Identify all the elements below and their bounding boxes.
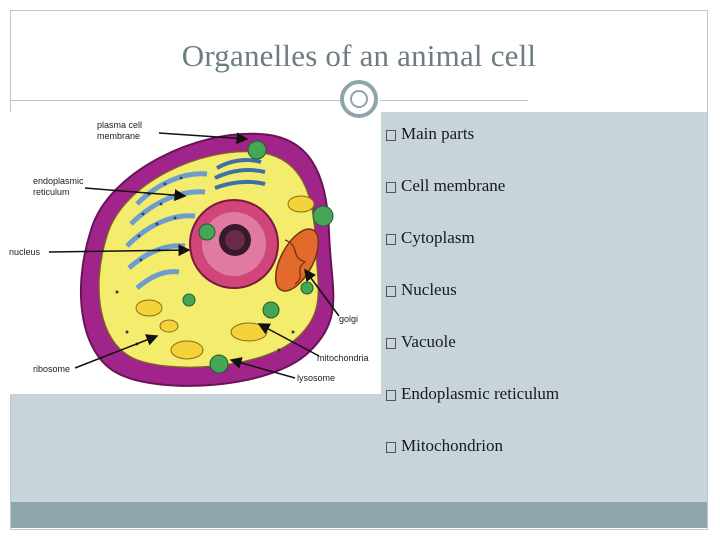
cell-diagram-svg: plasma cell membrane endoplasmic reticul… — [9, 120, 369, 387]
mitochondria-shape — [274, 228, 320, 292]
bullet-box-icon — [386, 182, 396, 193]
ring-icon — [340, 80, 378, 118]
label-lysosome: lysosome — [297, 373, 335, 383]
arrow-nucleus — [48, 244, 191, 257]
title-divider-right — [380, 100, 528, 101]
label-mitochondria: mitochondria — [317, 353, 369, 363]
bullet-item: Vacuole — [386, 332, 706, 384]
label-plasma-membrane-1: plasma cell — [97, 120, 142, 130]
lysosome-shapes — [182, 140, 334, 374]
golgi-stack-shape — [214, 158, 266, 190]
bullet-item: Endoplasmic reticulum — [386, 384, 706, 436]
bullet-item: Mitochondrion — [386, 436, 706, 488]
bullet-item: Main parts — [386, 124, 706, 176]
arrow-ribosome — [74, 334, 159, 369]
bullet-item: Cytoplasm — [386, 228, 706, 280]
label-nucleus: nucleus — [9, 247, 41, 257]
title-divider-left — [11, 100, 341, 101]
arrow-mitochondria — [257, 323, 320, 357]
slide-title: Organelles of an animal cell — [181, 38, 537, 73]
bullet-box-icon — [386, 390, 396, 401]
label-ribosome: ribosome — [33, 364, 70, 374]
bullet-box-icon — [386, 442, 396, 453]
arrow-plasma-membrane — [158, 132, 249, 145]
label-golgi: golgi — [339, 314, 358, 324]
bullet-box-icon — [386, 338, 396, 349]
bullet-box-icon — [386, 286, 396, 297]
bullet-list: Main parts Cell membrane Cytoplasm Nucle… — [386, 124, 706, 488]
bullet-box-icon — [386, 234, 396, 245]
bullet-box-icon — [386, 130, 396, 141]
bullet-item: Cell membrane — [386, 176, 706, 228]
label-er-1: endoplasmic — [33, 176, 84, 186]
footer-band — [11, 502, 707, 528]
bullet-item: Nucleus — [386, 280, 706, 332]
arrow-er — [84, 187, 187, 202]
label-er-2: reticulum — [33, 187, 70, 197]
label-plasma-membrane-2: membrane — [97, 131, 140, 141]
arrow-golgi — [304, 268, 340, 317]
endoplasmic-reticulum-shape — [125, 171, 208, 290]
cell-diagram: plasma cell membrane endoplasmic reticul… — [9, 112, 381, 394]
arrow-lysosome — [229, 357, 296, 379]
